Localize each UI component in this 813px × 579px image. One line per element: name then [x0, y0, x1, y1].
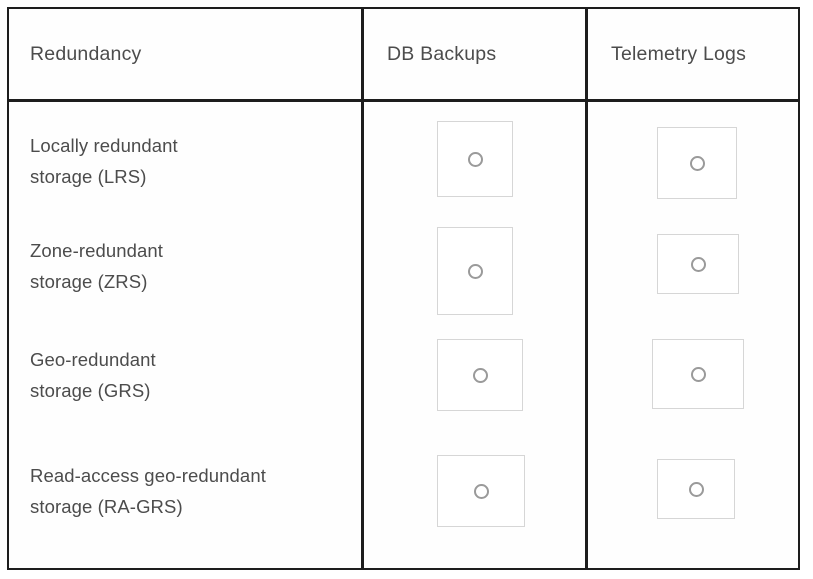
radio-icon-lrs-telemetry-logs[interactable] — [689, 155, 705, 171]
row-label-grs-line2: storage (GRS) — [30, 380, 151, 401]
radio-icon-ra-grs-db-backups[interactable] — [473, 483, 489, 499]
option-box-grs-telemetry-logs[interactable] — [652, 339, 744, 409]
radio-icon-lrs-db-backups[interactable] — [467, 151, 483, 167]
row-label-lrs-line2: storage (LRS) — [30, 166, 147, 187]
row-label-zrs-line1: Zone-redundant — [30, 240, 164, 261]
row-label-ra-grs-line2: storage (RA-GRS) — [30, 496, 183, 517]
table-header-cell-db-backups: DB Backups — [363, 9, 585, 99]
row-label-zrs-line2: storage (ZRS) — [30, 271, 148, 292]
column-divider-1 — [361, 9, 364, 568]
option-box-lrs-telemetry-logs[interactable] — [657, 127, 737, 199]
radio-icon-zrs-telemetry-logs[interactable] — [690, 256, 706, 272]
radio-icon-grs-db-backups[interactable] — [472, 367, 488, 383]
row-label-zrs: Zone-redundant storage (ZRS) — [30, 235, 350, 297]
table-grid: Redundancy DB Backups Telemetry Logs Loc… — [9, 9, 798, 568]
radio-icon-ra-grs-telemetry-logs[interactable] — [688, 481, 704, 497]
row-label-lrs-line1: Locally redundant — [30, 135, 178, 156]
redundancy-selection-table: Redundancy DB Backups Telemetry Logs Loc… — [7, 7, 800, 570]
header-divider — [9, 99, 798, 102]
table-header-cell-redundancy: Redundancy — [9, 9, 361, 99]
radio-icon-zrs-db-backups[interactable] — [467, 263, 483, 279]
row-label-grs: Geo-redundant storage (GRS) — [30, 344, 350, 406]
row-label-ra-grs: Read-access geo-redundant storage (RA-GR… — [30, 460, 350, 522]
column-divider-2 — [585, 9, 588, 568]
option-box-ra-grs-db-backups[interactable] — [437, 455, 525, 527]
radio-icon-grs-telemetry-logs[interactable] — [690, 366, 706, 382]
table-header-cell-telemetry-logs: Telemetry Logs — [587, 9, 800, 99]
column-header-telemetry-logs: Telemetry Logs — [611, 42, 747, 65]
row-label-ra-grs-line1: Read-access geo-redundant — [30, 465, 266, 486]
option-box-zrs-db-backups[interactable] — [437, 227, 513, 315]
option-box-grs-db-backups[interactable] — [437, 339, 523, 411]
column-header-db-backups: DB Backups — [387, 42, 497, 65]
option-box-ra-grs-telemetry-logs[interactable] — [657, 459, 735, 519]
option-box-lrs-db-backups[interactable] — [437, 121, 513, 197]
option-box-zrs-telemetry-logs[interactable] — [657, 234, 739, 294]
row-label-grs-line1: Geo-redundant — [30, 349, 156, 370]
column-header-redundancy: Redundancy — [30, 42, 142, 65]
row-label-lrs: Locally redundant storage (LRS) — [30, 130, 350, 192]
